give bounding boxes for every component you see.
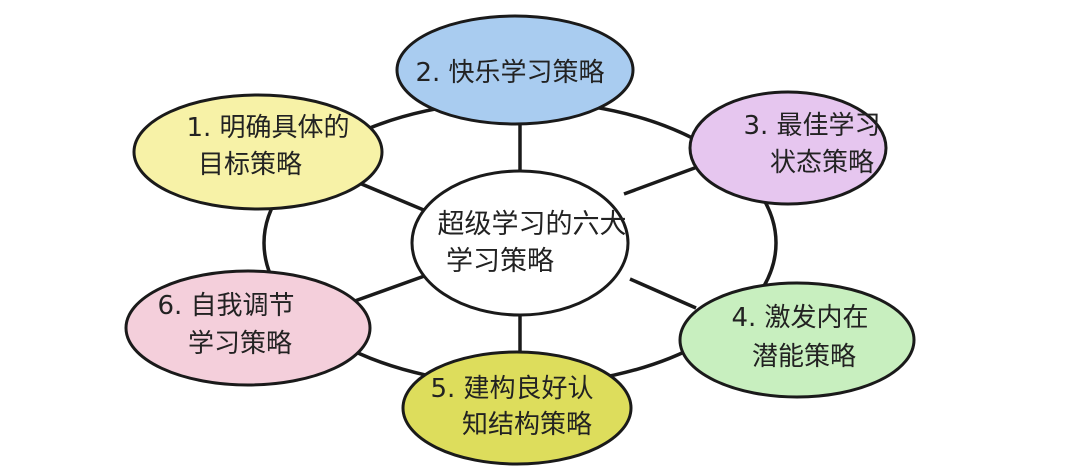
strategy-5-line2: 知结构策略: [462, 410, 592, 440]
strategy-node-2: 2. 快乐学习策略: [395, 14, 635, 126]
strategy-5-line1: 5. 建构良好认: [430, 374, 593, 404]
strategy-1-line1: 1. 明确具体的: [186, 113, 349, 143]
strategy-4-line2: 潜能策略: [752, 342, 856, 372]
spoke-bottom-right: [629, 277, 697, 310]
strategy-ellipse-3: [688, 90, 888, 206]
strategy-6-line1: 6. 自我调节: [157, 291, 294, 321]
strategy-3-line1: 3. 最佳学习: [743, 111, 880, 141]
center-title-line1: 超级学习的六大: [438, 209, 627, 240]
strategy-1-line2: 目标策略: [198, 150, 302, 180]
strategy-4-line1: 4. 激发内在: [731, 303, 868, 333]
center-ellipse: [410, 169, 630, 317]
strategy-2-line1: 2. 快乐学习策略: [415, 58, 604, 88]
strategy-3-line2: 状态策略: [770, 148, 874, 178]
spoke-bottom-left: [351, 272, 431, 304]
strategy-ellipse-5: [401, 350, 633, 466]
strategy-node-1: 1. 明确具体的 目标策略: [132, 93, 384, 211]
strategy-ellipse-1: [132, 93, 384, 211]
center-node: 超级学习的六大 学习策略: [410, 169, 630, 317]
spoke-top-right: [623, 164, 701, 196]
center-title-line2: 学习策略: [446, 246, 554, 277]
strategy-node-5: 5. 建构良好认 知结构策略: [401, 350, 633, 466]
strategy-ellipse-4: [678, 281, 916, 399]
strategy-ellipse-2: [395, 14, 635, 126]
strategy-6-line2: 学习策略: [188, 329, 292, 359]
strategy-node-6: 6. 自我调节 学习策略: [124, 269, 372, 387]
strategy-node-4: 4. 激发内在 潜能策略: [678, 281, 916, 399]
strategy-ellipse-6: [124, 269, 372, 387]
strategy-node-3: 3. 最佳学习 状态策略: [688, 90, 888, 206]
